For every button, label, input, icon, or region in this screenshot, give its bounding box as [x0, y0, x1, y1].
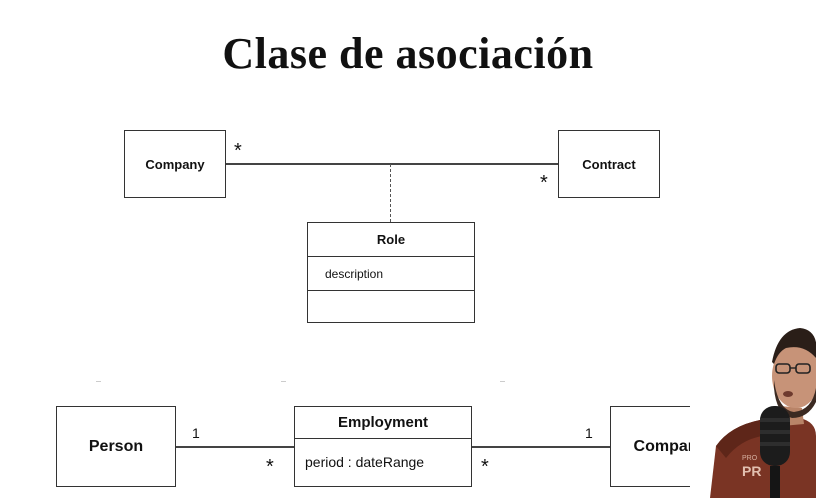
presenter-webcam: PRO PR: [690, 318, 816, 498]
shirt-logo-large: PR: [742, 463, 761, 479]
company-class-box: Company: [124, 130, 226, 198]
role-operations-compartment: [308, 291, 474, 321]
employment-association-class: Employment period : dateRange: [294, 406, 472, 487]
shirt-logo-small: PRO: [742, 455, 758, 462]
association-class-dashed-link: [390, 164, 391, 222]
multiplicity-company: *: [234, 140, 242, 162]
contract-class-box: Contract: [558, 130, 660, 198]
employment-attribute: period : dateRange: [305, 454, 425, 470]
divider-tick: [281, 381, 286, 382]
divider-tick: [96, 381, 101, 382]
multiplicity-company-many: *: [481, 456, 489, 478]
multiplicity-company-one: 1: [585, 425, 593, 441]
role-attribute-compartment: description: [308, 257, 474, 291]
contract-class-label: Contract: [582, 156, 636, 172]
company-contract-association-line: [226, 163, 558, 165]
role-class-name: Role: [376, 232, 406, 247]
multiplicity-person-many: *: [266, 456, 274, 478]
role-name-compartment: Role: [308, 223, 474, 257]
employment-class-name: Employment: [337, 414, 428, 431]
person-class-label: Person: [88, 437, 144, 455]
employment-company-line: [472, 446, 610, 448]
company-class-label-bottom: Company: [633, 437, 707, 455]
multiplicity-person-one: 1: [192, 425, 200, 441]
person-employment-line: [176, 446, 294, 448]
employment-attribute-compartment: period : dateRange: [295, 439, 471, 485]
employment-name-compartment: Employment: [295, 407, 471, 439]
role-association-class: Role description: [307, 222, 475, 323]
role-attribute: description: [325, 266, 384, 281]
person-class-box: Person: [56, 406, 176, 487]
presenter-video: PRO PR: [690, 318, 816, 498]
company-class-label: Company: [145, 156, 205, 172]
divider-tick: [500, 381, 505, 382]
slide-title: Clase de asociación: [222, 29, 594, 78]
multiplicity-contract: *: [540, 172, 548, 194]
